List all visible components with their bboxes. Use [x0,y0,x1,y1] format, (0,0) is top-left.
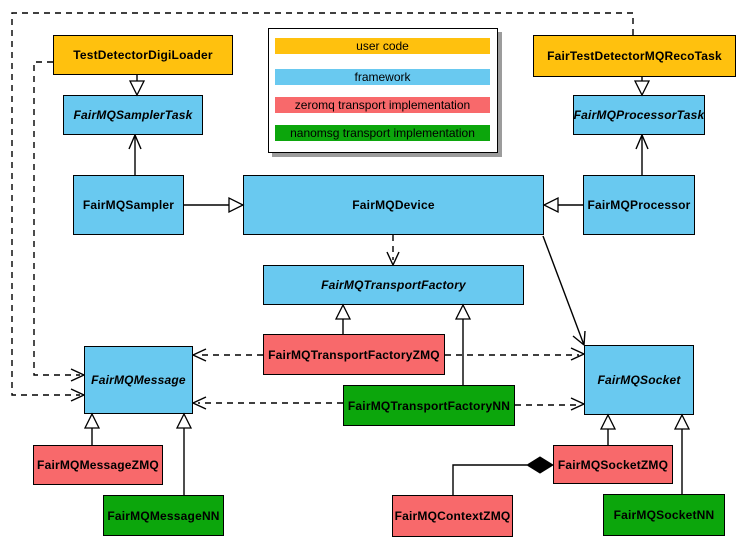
class-label: FairMQSocket [597,373,681,387]
class-box-fairmqtransportfactory: FairMQTransportFactory [263,265,524,305]
class-label: FairMQSocketNN [613,508,715,522]
edge-fairmqmessagezmq-inherits-fairmqmessage [83,412,101,445]
legend-label: zeromq transport implementation [294,98,471,112]
edge-fairmqdevice-to-fairmqtransportfactory [386,235,400,266]
edge-fairmqsampler-to-fairmqsamplertask [128,134,142,175]
edge-fairmqsocketzmq-composes-fairmqcontextzmq [452,456,554,495]
class-box-testdetectordigiloader: TestDetectorDigiLoader [53,35,233,75]
composition-diamond-icon [526,456,554,474]
edge-fairmqtransportfactoryzmq-to-fairmqsocket [445,347,585,361]
edge-fairtestdetectormqrecotask-inherits-fairmqprocessortask [633,77,651,97]
class-box-fairmqsamplertask: FairMQSamplerTask [63,95,203,135]
edge-fairmqtransportfactoryzmq-to-fairmqmessage [192,348,263,362]
class-label: FairMQMessage [91,373,186,387]
class-label: FairMQProcessorTask [573,108,705,122]
legend-item-user-code: user code [275,38,490,54]
edge-fairmqdevice-to-fairmqsocket [542,235,586,346]
class-label: FairMQContextZMQ [394,509,511,523]
legend-label: framework [354,70,411,84]
class-label: FairMQSampler [82,198,175,212]
class-label: FairMQSocketZMQ [557,457,669,472]
class-label: FairMQMessageZMQ [37,458,159,472]
class-box-fairmqprocessortask: FairMQProcessorTask [573,95,705,135]
class-box-fairmqsampler: FairMQSampler [73,175,184,235]
legend-label: nanomsg transport implementation [290,126,475,140]
class-box-fairmqmessagenn: FairMQMessageNN [103,495,224,536]
class-label: FairTestDetectorMQRecoTask [547,49,722,63]
edge-fairmqtransportfactorynn-inherits-fairmqtransportfactory [454,303,472,385]
class-label: FairMQSamplerTask [73,108,193,122]
class-box-fairmqmessagezmq: FairMQMessageZMQ [33,445,163,485]
edge-fairmqsocketnn-inherits-fairmqsocket [673,413,691,494]
class-box-fairmqsocket: FairMQSocket [584,345,694,415]
edge-fairmqprocessor-inherits-fairmqdevice [542,196,583,214]
class-box-fairmqtransportfactoryzmq: FairMQTransportFactoryZMQ [263,334,445,375]
edge-fairmqsampler-inherits-fairmqdevice [184,196,245,214]
edge-fairmqtransportfactoryzmq-inherits-fairmqtransportfactory [334,303,352,334]
class-label: TestDetectorDigiLoader [73,48,213,62]
edge-fairmqprocessor-to-fairmqprocessortask [635,134,649,175]
class-box-fairmqsocketnn: FairMQSocketNN [603,494,725,536]
class-box-fairmqtransportfactorynn: FairMQTransportFactoryNN [343,385,515,426]
edge-fairmqtransportfactorynn-to-fairmqmessage [192,396,343,410]
class-box-fairmqcontextzmq: FairMQContextZMQ [392,495,513,537]
edge-fairmqmessagenn-inherits-fairmqmessage [175,412,193,495]
edge-fairmqsocketzmq-inherits-fairmqsocket [599,413,617,445]
legend-item-zeromq: zeromq transport implementation [275,97,490,113]
class-label: FairMQMessageNN [107,508,220,523]
class-box-fairmqdevice: FairMQDevice [243,175,544,235]
edge-fairmqtransportfactorynn-to-fairmqsocket [515,397,585,411]
class-label: FairMQTransportFactoryZMQ [268,347,440,362]
class-label: FairMQTransportFactory [321,278,466,292]
class-label: FairMQProcessor [587,198,691,212]
class-label: FairMQDevice [352,198,435,212]
class-label: FairMQTransportFactoryNN [347,398,511,413]
legend: user code framework zeromq transport imp… [268,28,498,153]
edge-testdetectordigiloader-inherits-fairmqsamplertask [128,75,146,97]
legend-item-framework: framework [275,69,490,85]
class-box-fairmqmessage: FairMQMessage [84,346,193,414]
legend-item-nanomsg: nanomsg transport implementation [275,125,490,141]
class-box-fairmqsocketzmq: FairMQSocketZMQ [553,445,673,484]
class-box-fairmqprocessor: FairMQProcessor [583,175,695,235]
class-box-fairtestdetectormqrecotask: FairTestDetectorMQRecoTask [533,35,736,77]
legend-label: user code [356,39,409,53]
